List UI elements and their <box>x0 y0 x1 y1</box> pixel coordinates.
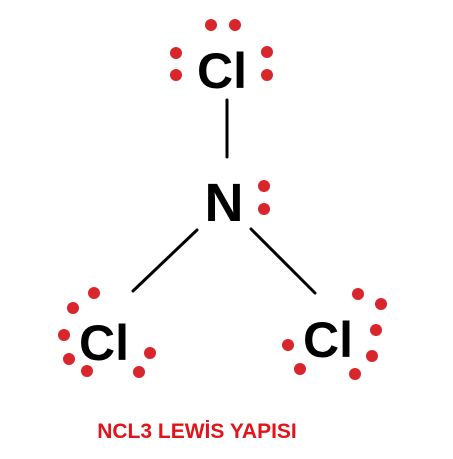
electron-dot <box>258 203 270 215</box>
electrons <box>58 19 387 380</box>
atom-cl-right: Cl <box>303 312 353 368</box>
electron-dot <box>366 350 378 362</box>
bond-n-cl-right <box>249 227 317 295</box>
bonds <box>131 98 317 295</box>
electron-dot <box>352 288 364 300</box>
electron-dot <box>261 69 273 81</box>
electron-dot <box>205 19 217 31</box>
electron-dot <box>349 368 361 380</box>
bond-n-cl-left <box>131 228 199 293</box>
electron-dot <box>170 47 182 59</box>
atom-cl-top: Cl <box>197 43 247 99</box>
atom-cl-left: Cl <box>79 315 129 371</box>
electron-dot <box>375 298 387 310</box>
electron-dot <box>170 69 182 81</box>
electron-dot <box>58 329 70 341</box>
electron-dot <box>88 287 100 299</box>
electron-dot <box>63 353 75 365</box>
caption: NCL3 LEWİS YAPISI <box>97 420 297 443</box>
electron-dot <box>294 363 306 375</box>
electron-dot <box>370 324 382 336</box>
electron-dot <box>261 46 273 58</box>
atom-nitrogen: N <box>205 173 244 233</box>
atoms: Cl N Cl Cl <box>79 43 353 371</box>
electron-dot <box>67 302 79 314</box>
electron-dot <box>229 19 241 31</box>
electron-dot <box>144 347 156 359</box>
electron-dot <box>282 339 294 351</box>
electron-dot <box>81 365 93 377</box>
electron-dot <box>258 180 270 192</box>
electron-dot <box>133 366 145 378</box>
